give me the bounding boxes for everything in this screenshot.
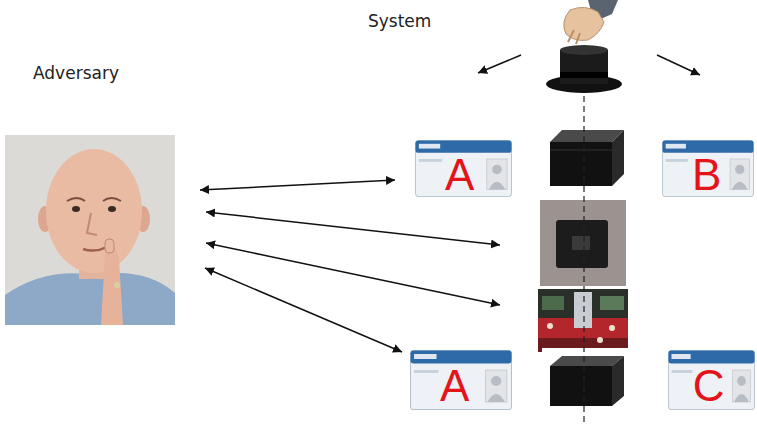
id-card-node: A [410,350,512,410]
query-arrow [206,243,500,305]
black-box [542,122,628,194]
device-photo [540,200,626,286]
id-card-node: C [668,350,755,410]
region-label: System [368,11,431,31]
card-letter: A [440,364,469,408]
crowd-photo [538,289,628,352]
interaction-arrow [205,268,402,352]
split-arrow [478,55,521,73]
magician-hand [564,0,618,44]
adversary-node: Adversary [5,135,175,325]
id-card-node: B [662,140,754,197]
id-card-node: A [415,140,512,197]
split-arrow [657,55,700,75]
dashed-divider [583,96,584,425]
top-hat [546,45,622,93]
interaction-arrow [200,180,395,190]
card-letter: A [445,153,474,197]
black-box [542,348,628,412]
adversary-photo [5,135,175,325]
actor-heading: Adversary [33,63,119,83]
card-letter: C [693,364,725,408]
card-letter: B [692,153,721,197]
query-arrow [206,212,500,245]
